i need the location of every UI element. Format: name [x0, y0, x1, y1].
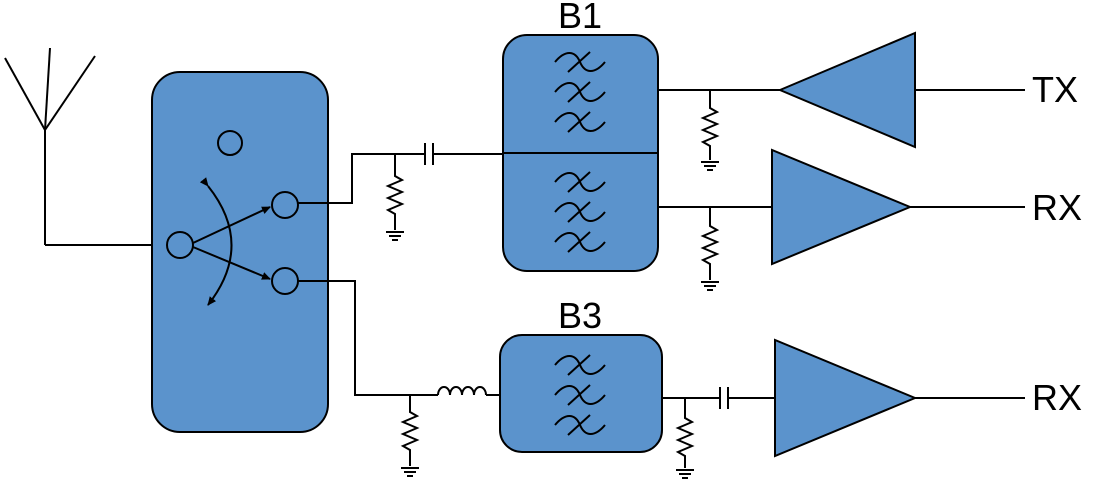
tx-amplifier-icon: [777, 31, 916, 149]
shunt-resistor-rx1: [700, 207, 720, 291]
rf-switch-icon: [151, 71, 329, 433]
shunt-resistor-2: [400, 395, 420, 477]
rx1-label: RX: [1032, 187, 1082, 228]
ground-icon: [700, 281, 720, 291]
rx2-amplifier-icon: [774, 338, 918, 458]
inductor-icon: [437, 386, 487, 396]
filter-b3-label: B3: [558, 295, 602, 336]
shunt-resistor-rx2: [675, 398, 695, 479]
switch-port-idle: [217, 130, 243, 156]
port1-wire: [298, 153, 425, 204]
port2-wire: [298, 280, 438, 396]
switch-port-common: [166, 231, 194, 259]
capacitor-icon: [719, 387, 729, 409]
rx2-label: RX: [1032, 377, 1082, 418]
rx1-amplifier-icon: [771, 148, 913, 266]
ground-icon: [675, 469, 695, 479]
tx-label: TX: [1032, 69, 1078, 110]
antenna-icon: [4, 47, 96, 245]
filter-b3: [499, 334, 663, 453]
filter-b1: [502, 34, 659, 272]
shunt-resistor-tx: [700, 90, 720, 171]
filter-b1-label: B1: [558, 0, 602, 36]
switch-port-2: [271, 267, 299, 295]
ground-icon: [385, 231, 405, 241]
capacitor-icon: [424, 143, 434, 165]
switch-port-1: [271, 191, 299, 219]
ground-icon: [400, 467, 420, 477]
shunt-resistor-1: [385, 154, 405, 241]
switch-body: [151, 71, 329, 433]
ground-icon: [700, 161, 720, 171]
switch-curve-arrow: [199, 177, 233, 306]
